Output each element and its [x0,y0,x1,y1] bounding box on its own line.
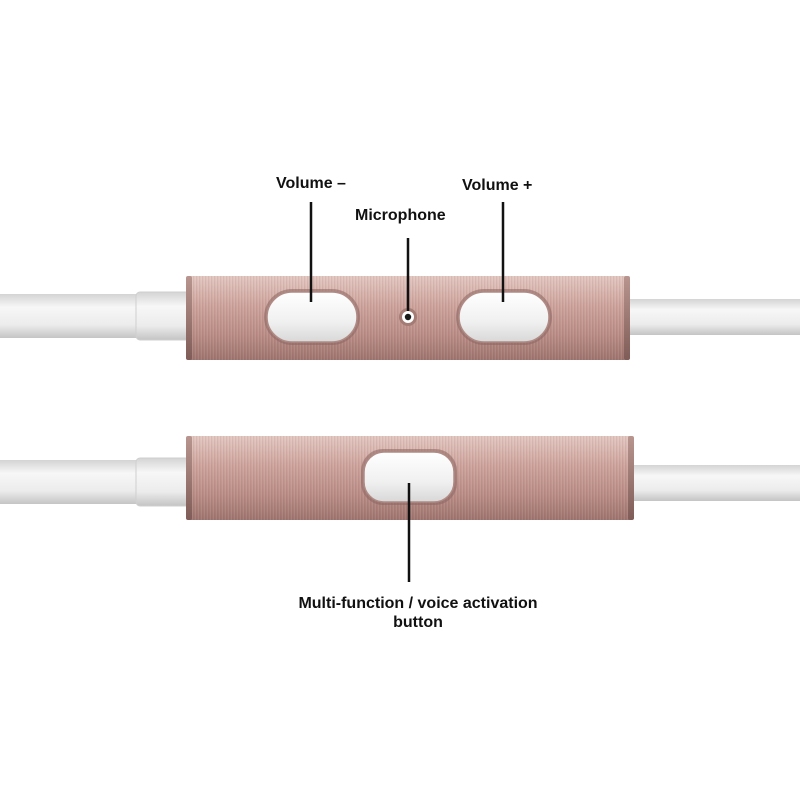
top-right-cable [620,299,800,335]
volume-plus-label: Volume + [462,177,533,194]
bottom-right-cable [620,465,800,501]
volume-plus-button [456,289,552,345]
top-left-cable [0,294,140,338]
multifunction-label-line1: Multi-function / voice activation [298,595,538,612]
microphone-hole [399,308,417,326]
top-cable-collar [135,291,193,341]
multifunction-label-line2: button [393,614,443,631]
bottom-left-cable [0,460,140,504]
volume-minus-button [264,289,360,345]
bottom-cable-collar [135,457,193,507]
multifunction-button [361,449,457,505]
microphone-label: Microphone [355,207,446,224]
top-remote [0,276,800,360]
volume-minus-label: Volume – [276,175,346,192]
bottom-remote [0,436,800,520]
multifunction-label: Multi-function / voice activation button [240,594,596,632]
